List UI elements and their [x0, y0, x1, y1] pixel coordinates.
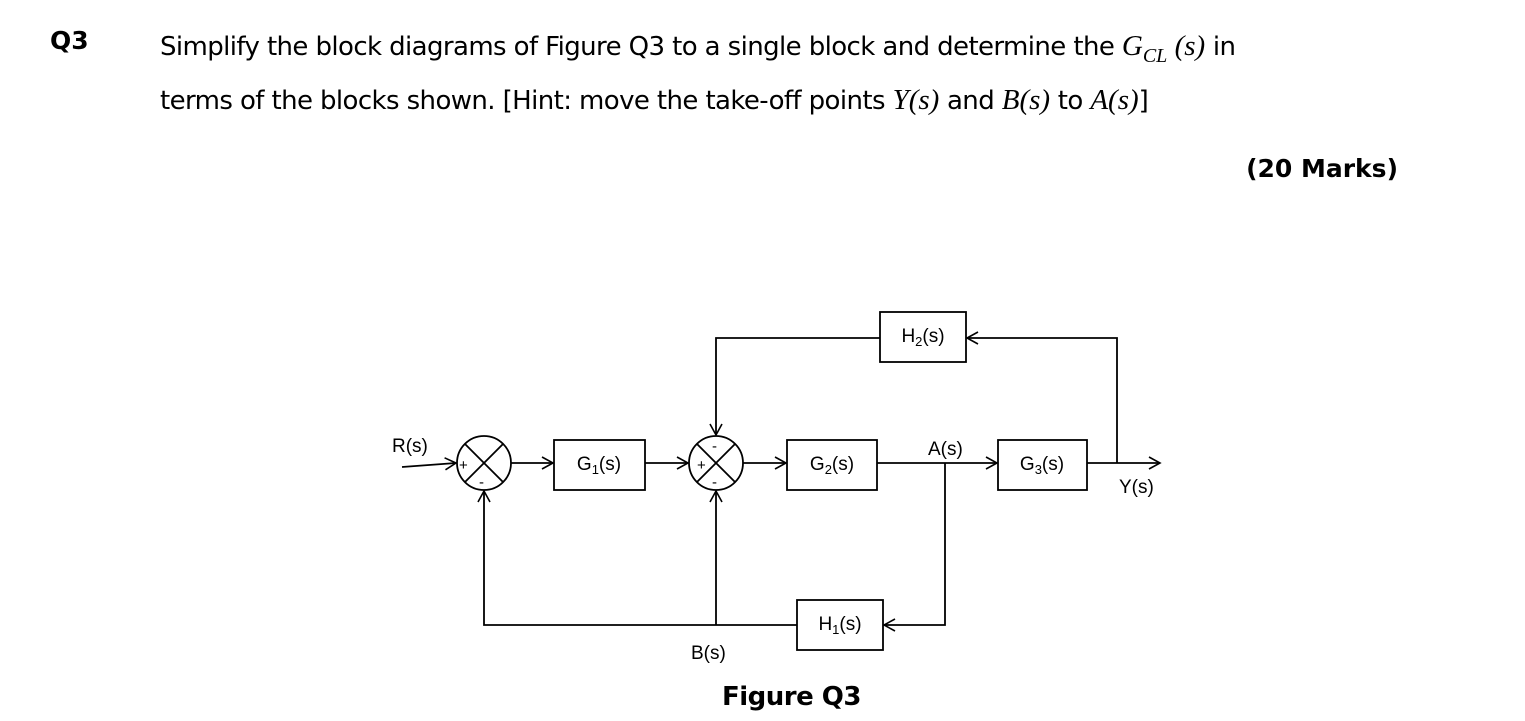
- text-segment: ]: [1138, 85, 1149, 116]
- gcl-symbol: GCL (s): [1121, 30, 1206, 67]
- gcl-arg: (s): [1174, 30, 1206, 62]
- sum1-plus: +: [459, 457, 468, 474]
- marks-label: (20 Marks): [1246, 154, 1398, 183]
- text-segment: in: [1205, 32, 1236, 62]
- h2-label: H2(s): [901, 326, 944, 349]
- sum2-bottom-minus: -: [712, 474, 717, 491]
- h1-to-sum1-path: [477, 489, 797, 626]
- block-g3: [997, 439, 1088, 491]
- g2-label: G2(s): [810, 454, 854, 477]
- text-segment: Simplify the block diagrams of Figure Q3…: [160, 32, 1122, 62]
- block-h1: [796, 599, 884, 651]
- block-g2: [786, 439, 878, 491]
- sum2-top-minus: -: [712, 438, 717, 455]
- takeoff-b-label: B(s): [691, 643, 726, 664]
- g3-label: G3(s): [1020, 454, 1064, 477]
- sum2-plus: +: [697, 457, 706, 474]
- y-to-h2-path: [965, 331, 1118, 463]
- g1-label: G1(s): [577, 454, 621, 477]
- h2-to-sum2-path: [709, 337, 880, 437]
- a-to-h1-path: [882, 463, 946, 632]
- b-symbol: B(s): [1001, 83, 1051, 116]
- gcl-main: G: [1121, 30, 1143, 62]
- input-arrow: [401, 457, 458, 471]
- question-text: Simplify the block diagrams of Figure Q3…: [160, 24, 1410, 123]
- y-symbol: Y(s): [892, 83, 940, 116]
- figure-caption: Figure Q3: [722, 682, 862, 712]
- h1-label: H1(s): [818, 614, 861, 637]
- input-label: R(s): [392, 436, 428, 457]
- takeoff-a-label: A(s): [928, 439, 963, 460]
- question-line-1: Simplify the block diagrams of Figure Q3…: [160, 24, 1410, 78]
- gcl-sub: CL: [1142, 44, 1168, 67]
- summing-junction-1: [456, 435, 512, 491]
- block-h2: [879, 311, 967, 363]
- question-line-2: terms of the blocks shown. [Hint: move t…: [160, 78, 1410, 123]
- output-label: Y(s): [1119, 477, 1154, 498]
- sum1-minus: -: [479, 474, 484, 491]
- text-segment: to: [1050, 85, 1091, 116]
- question-number: Q3: [50, 26, 89, 55]
- text-segment: and: [939, 85, 1002, 116]
- a-symbol: A(s): [1090, 83, 1139, 116]
- block-g1: [553, 439, 646, 491]
- text-segment: terms of the blocks shown. [Hint: move t…: [160, 85, 893, 116]
